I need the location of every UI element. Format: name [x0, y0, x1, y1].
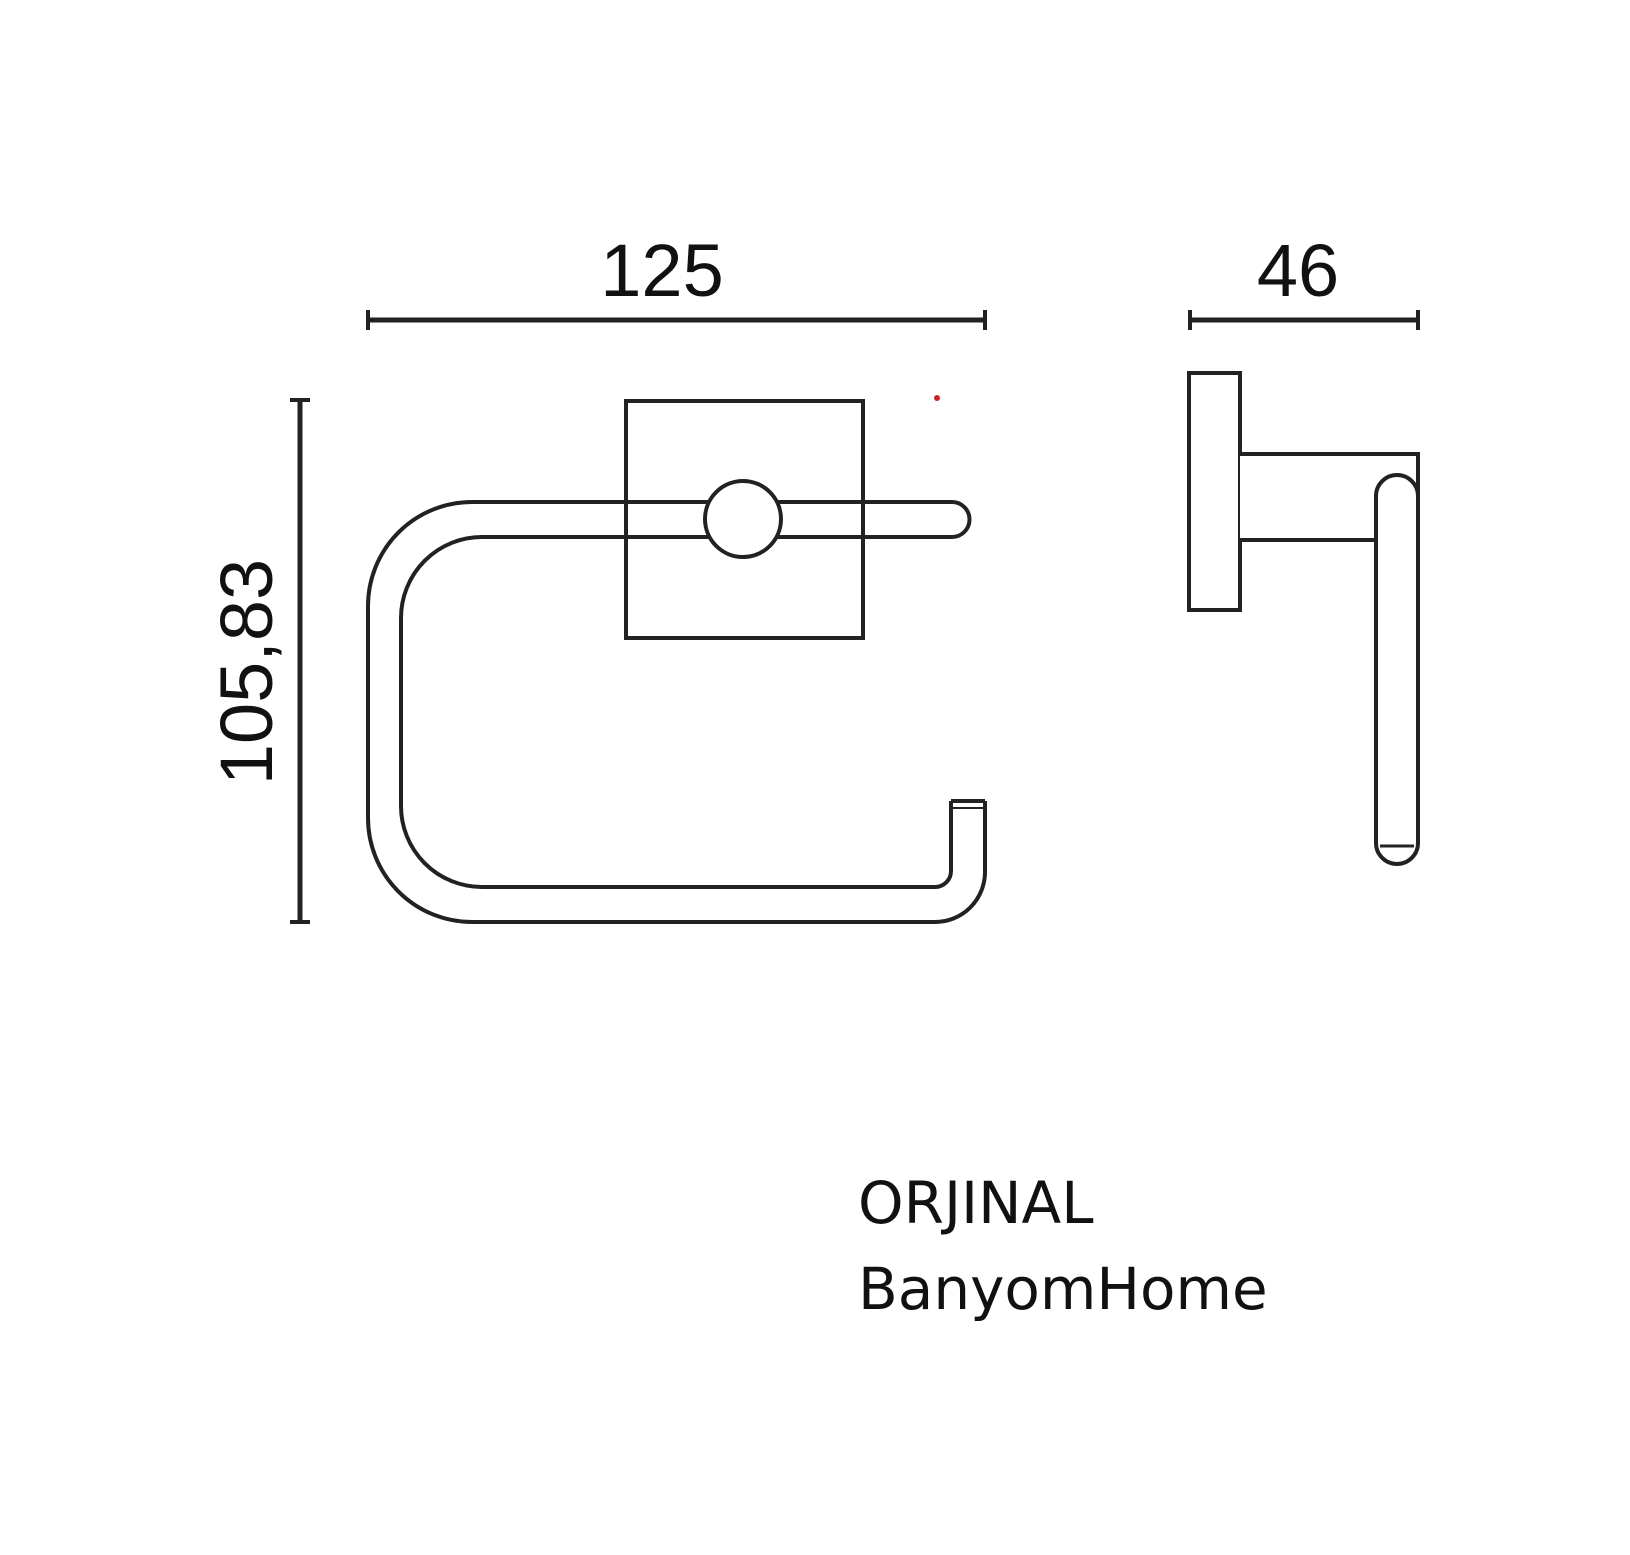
marker-dot	[934, 395, 940, 401]
height-dimension-label: 105,83	[205, 559, 288, 785]
front-bar-end-cap	[951, 500, 972, 539]
brand-name: BanyomHome	[858, 1255, 1268, 1323]
width-dimension-label: 125	[600, 229, 723, 312]
depth-dimension: 46	[1188, 229, 1420, 330]
side-rod	[1374, 473, 1420, 866]
width-dimension: 125	[366, 229, 987, 330]
front-bar-outer	[366, 500, 987, 924]
brand-line-orjinal: ORJINAL	[858, 1169, 1094, 1237]
height-dimension: 105,83	[205, 398, 310, 924]
brand-block: ORJINAL BanyomHome	[858, 1160, 1268, 1332]
front-view	[366, 399, 987, 924]
front-center-boss	[703, 479, 783, 559]
front-bar-inner	[399, 535, 953, 889]
side-view	[1187, 371, 1420, 866]
side-wall-plate	[1187, 371, 1242, 612]
depth-dimension-label: 46	[1257, 229, 1339, 312]
front-wall-plate	[624, 399, 865, 640]
